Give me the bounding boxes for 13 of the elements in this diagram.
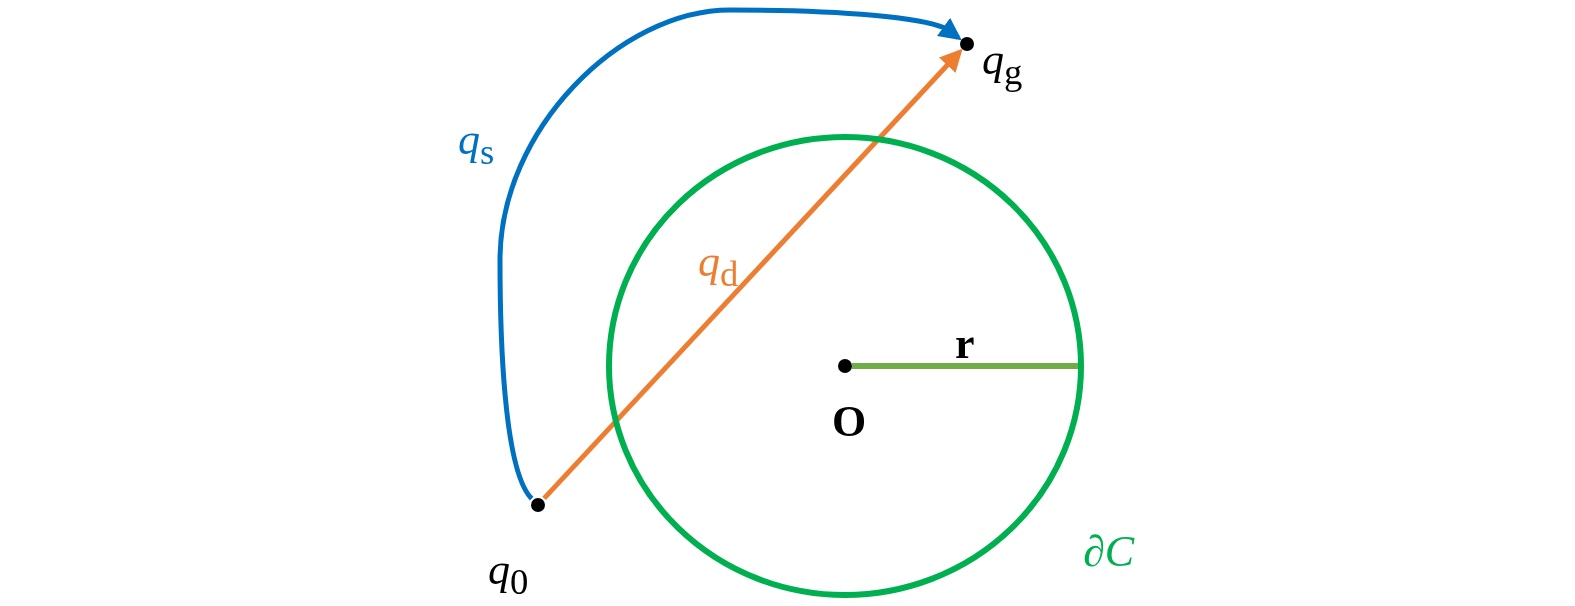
point-dot [531, 498, 545, 512]
point-dot [960, 37, 974, 51]
arrow [542, 48, 963, 501]
point-label: O [832, 400, 867, 444]
edge-label: q$_{d}$ [698, 240, 739, 293]
point-label: q$_{0}$ [488, 548, 529, 601]
arrow [497, 7, 962, 501]
circle-label: ∂C [1083, 530, 1135, 574]
edge-label: q$_{s}$ [458, 118, 495, 171]
point-dot [838, 359, 852, 373]
circle-outline [606, 134, 1084, 598]
dimension-label: r [955, 322, 975, 366]
point-label: q$_{g}$ [982, 38, 1023, 91]
